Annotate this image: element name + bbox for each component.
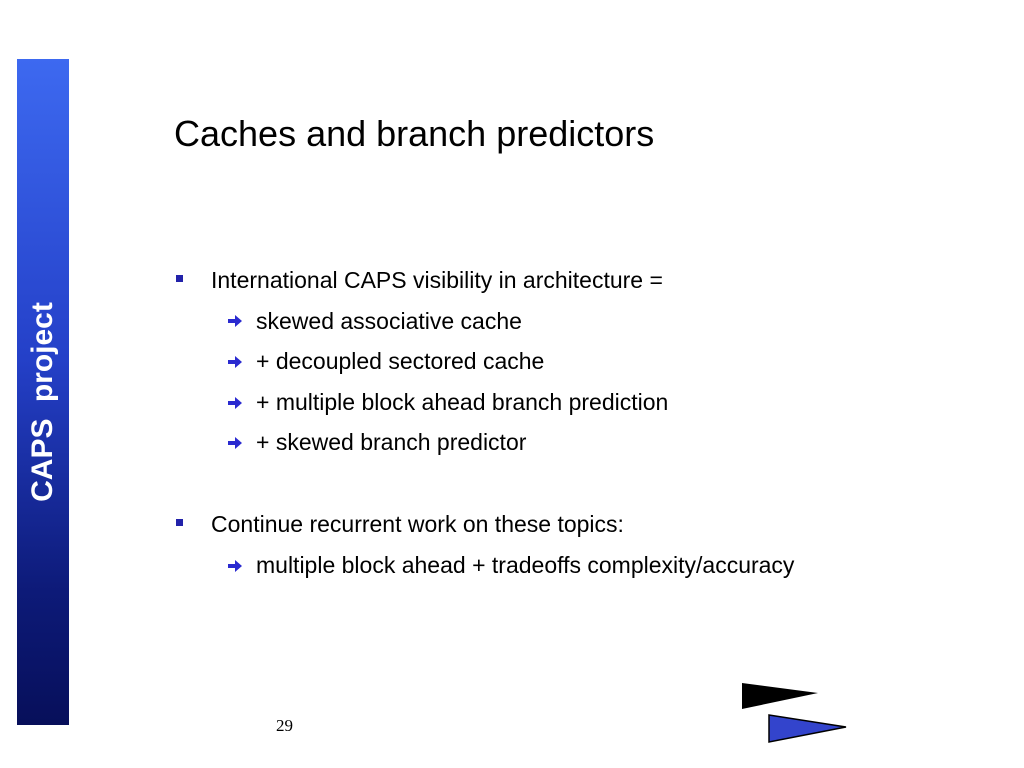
arrow-bullet-icon	[228, 315, 242, 327]
sidebar-banner	[17, 59, 69, 725]
sidebar-label: CAPS project	[26, 302, 59, 502]
square-bullet-icon	[176, 519, 183, 526]
arrow-bullet-icon	[228, 356, 242, 368]
slide-title: Caches and branch predictors	[174, 113, 655, 154]
square-bullet-icon	[176, 275, 183, 282]
arrow-bullet-icon	[228, 397, 242, 409]
arrow-bullet-icon	[228, 560, 242, 572]
arrow-bullet-icon	[228, 437, 242, 449]
page-number: 29	[276, 716, 293, 735]
bullet-item: International CAPS visibility in archite…	[211, 267, 663, 293]
sub-bullet-item: + decoupled sectored cache	[256, 348, 545, 374]
arrow-logo-icon	[742, 683, 847, 743]
sub-bullet-item: + multiple block ahead branch prediction	[256, 389, 669, 415]
logo-blue-arrow	[768, 714, 847, 743]
sub-bullet-item: + skewed branch predictor	[256, 429, 527, 455]
sub-bullet-item: multiple block ahead + tradeoffs complex…	[256, 552, 795, 578]
logo-black-arrow	[742, 683, 818, 709]
bullet-item: Continue recurrent work on these topics:	[211, 511, 624, 537]
sub-bullet-item: skewed associative cache	[256, 308, 522, 334]
